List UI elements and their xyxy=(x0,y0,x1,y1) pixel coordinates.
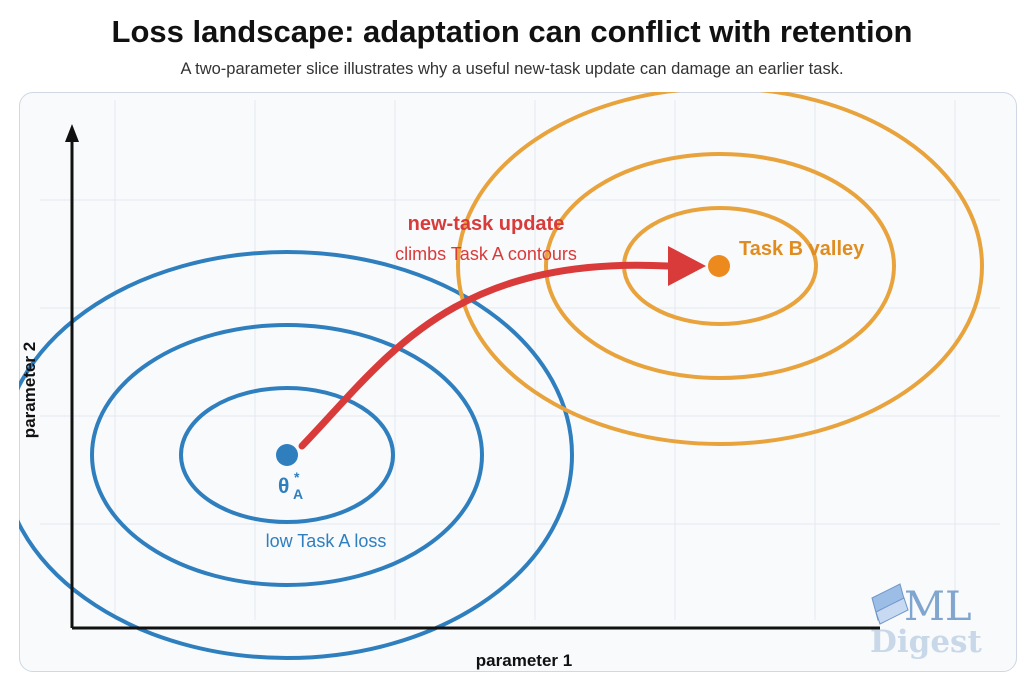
task-a-contour-outer xyxy=(19,250,574,660)
background-grid xyxy=(40,100,1000,620)
page-subtitle: A two-parameter slice illustrates why a … xyxy=(180,60,844,78)
update-arrow xyxy=(298,261,672,450)
task-b-contour-middle xyxy=(544,152,896,380)
theta-a-star-point xyxy=(276,444,298,466)
theta-a-label: θ * A xyxy=(278,469,304,502)
task-b-valley-point xyxy=(708,255,730,277)
task-b-valley-label: Task B valley xyxy=(739,238,865,260)
task-a-region-label: low Task A loss xyxy=(266,531,387,551)
page-title: Loss landscape: adaptation can conflict … xyxy=(111,14,913,49)
theta-subscript: A xyxy=(293,486,303,502)
y-axis-arrow xyxy=(65,124,79,142)
update-title: new-task update xyxy=(408,213,565,235)
task-a-contour-middle xyxy=(90,323,484,587)
theta-symbol: θ xyxy=(278,475,289,498)
ml-digest-logo: ML Digest xyxy=(870,583,983,660)
update-arrow-head xyxy=(668,246,706,286)
book-icon xyxy=(871,583,909,625)
y-axis-label: parameter 2 xyxy=(20,342,39,438)
task-a-contours xyxy=(19,250,574,660)
logo-digest-text: Digest xyxy=(870,624,983,660)
x-axis-label: parameter 1 xyxy=(476,651,572,670)
update-subtitle: climbs Task A contours xyxy=(395,244,577,264)
theta-superscript: * xyxy=(294,469,300,485)
axes xyxy=(70,138,880,630)
logo-ml-text: ML xyxy=(904,584,972,630)
task-b-contour-outer xyxy=(456,92,984,446)
task-a-contour-inner xyxy=(179,386,395,524)
